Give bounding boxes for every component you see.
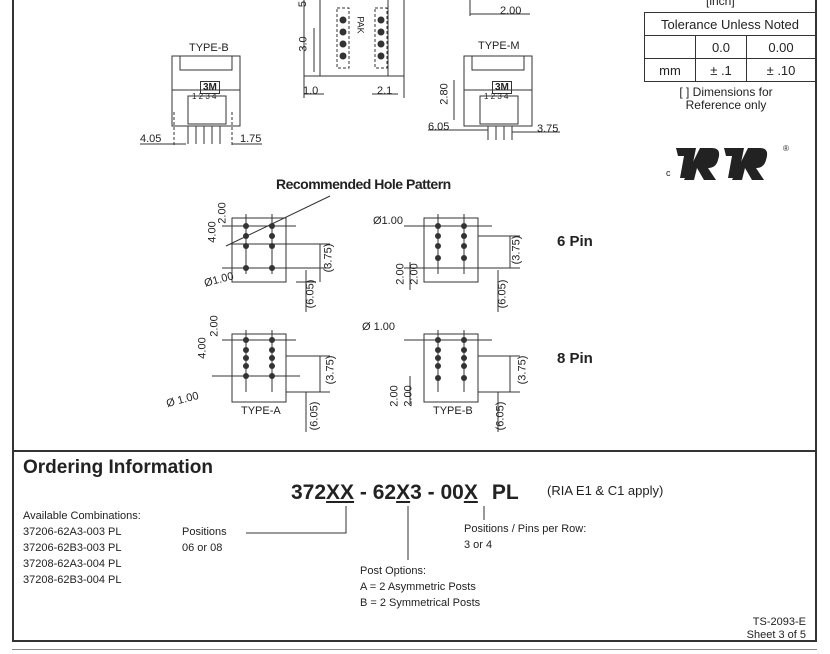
dim-1-0: 1.0 [303,85,319,97]
hp6b-2-00-b: 2.00 [408,263,421,285]
pn-x-pins: X [463,481,478,504]
post-a: A = 2 Asymmetric Posts [360,581,476,593]
pin-numbers-b: 1 2 3 4 [192,92,217,101]
pak-marking: PAK [355,16,366,34]
drawing-frame [12,0,817,642]
pn-dash2: - 00 [421,481,464,504]
pn-xx: XX [326,481,355,504]
positions-label: Positions [182,526,227,538]
hp6a-3-75: (3.75) [322,243,335,273]
hp8a-type: TYPE-A [241,405,281,417]
dim-2-80: 2.80 [438,83,451,105]
hp8a-2-00: 2.00 [208,315,221,337]
dim-2-00-top: 2.00 [500,5,522,17]
six-pin-label: 6 Pin [557,233,593,250]
logo-3m-b: 3M [200,81,220,94]
hp8b-6-05: (6.05) [494,401,507,431]
hp8a-4-00: 4.00 [196,337,209,359]
hp6b-phi: Ø1.00 [373,215,403,227]
pn-mid: - 62 [354,481,397,504]
bottom-rule [12,649,817,650]
combination-1: 37206-62A3-003 PL [23,526,122,538]
type-b-label: TYPE-B [189,42,229,54]
hole-pattern-title: Recommended Hole Pattern [276,176,451,192]
pin-numbers-m: 1 2 3 4 [484,92,509,101]
hp6a-6-05: (6.05) [304,279,317,309]
inch-label: [inch] [706,0,735,8]
rohs-note: (RIA E1 & C1 apply) [547,483,664,498]
ul-c-mark: c [666,168,671,178]
hp8a-6-05: (6.05) [308,401,321,431]
dim-6-05-top: 6.05 [428,121,450,133]
hp8b-2-00-b: 2.00 [402,385,415,407]
tolerance-col1: 0.0 [695,35,747,59]
ul-recognized-icon [676,148,768,180]
eight-pin-label: 8 Pin [557,350,593,367]
footer-block: TS-2093-E Sheet 3 of 5 [747,616,806,642]
dim-4-05: 4.05 [140,133,162,145]
combination-2: 37206-62B3-003 PL [23,542,122,554]
positions-value: 06 or 08 [182,542,223,554]
hp8b-type: TYPE-B [433,405,473,417]
hp8a-3-75: (3.75) [324,355,337,385]
top-drawings [140,0,768,432]
ordering-title: Ordering Information [23,457,213,478]
type-b-connector-drawing [140,55,262,146]
type-m-connector-drawing [428,55,560,140]
dim-5: 5 [297,0,310,8]
ul-r-mark: ® [783,144,789,153]
tolerance-val2: ± .10 [746,58,816,82]
post-options-block: Post Options: A = 2 Asymmetric Posts B =… [360,563,480,611]
dim-3-75-top: 3.75 [537,123,559,135]
hole-patterns [212,195,520,432]
pn-pl: PL [491,481,519,504]
logo-3m-m: 3M [492,81,512,94]
hp8b-phi: Ø 1.00 [362,321,396,333]
positions-block: Positions 06 or 08 [182,524,227,556]
dim-1-75: 1.75 [240,133,262,145]
pins-value: 3 or 4 [464,539,493,551]
dim-3-0: 3.0 [297,36,310,52]
tolerance-header: Tolerance Unless Noted [644,12,816,36]
top-view-drawing [303,0,405,98]
sheet-number: Sheet 3 of 5 [746,629,806,641]
hp8b-3-75: (3.75) [516,355,529,385]
post-label: Post Options: [360,565,427,577]
hp6b-3-75: (3.75) [510,235,523,265]
combination-3: 37208-62A3-004 PL [23,558,122,570]
hp6b-6-05: (6.05) [496,279,509,309]
hole-dots [243,223,467,381]
pins-label: Positions / Pins per Row: [464,523,587,535]
combinations-label: Available Combinations: [23,510,141,522]
type-m-label: TYPE-M [478,40,520,52]
tolerance-col2: 0.00 [746,35,816,59]
pn-x-post: X [396,481,411,504]
doc-number: TS-2093-E [752,616,806,628]
tolerance-val1: ± .1 [695,58,747,82]
pn-3: 3 [410,481,422,504]
post-b: B = 2 Symmetrical Posts [360,597,481,609]
combination-4: 37208-62B3-004 PL [23,574,122,586]
hp6a-4-00: 4.00 [206,221,219,243]
pins-block: Positions / Pins per Row: 3 or 4 [464,521,586,553]
pn-prefix: 372 [291,481,327,504]
section-divider [12,450,817,452]
tolerance-unit: mm [644,58,696,82]
combinations-block: Available Combinations: 37206-62A3-003 P… [23,508,141,588]
dim-2-1: 2.1 [377,85,393,97]
reference-note: [ ] Dimensions for Reference only [679,85,773,112]
